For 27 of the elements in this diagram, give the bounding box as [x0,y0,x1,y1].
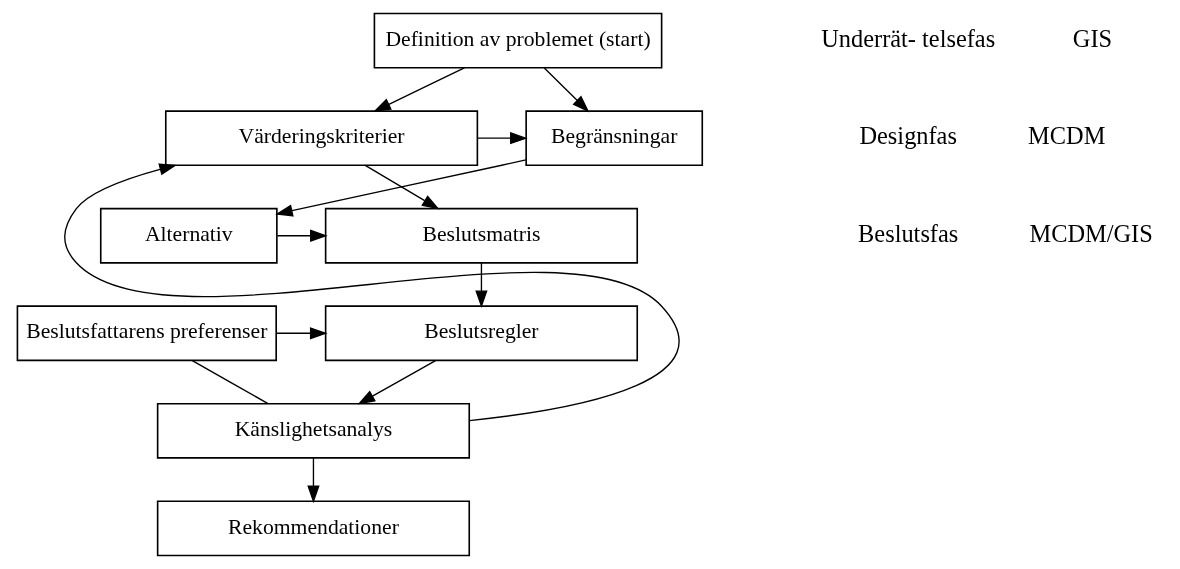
node-box: Känslighetsanalys [156,402,470,459]
node-box: Begränsningar [524,110,703,167]
arrow [474,262,488,309]
arrow [276,229,328,242]
node-box: Värderingskriterier [164,110,478,167]
label: MCDM/GIS [1028,219,1153,247]
node-box: Beslutsregler [324,305,638,362]
arrow [372,67,465,112]
arrow [63,163,680,422]
label: Beslutsfas [857,219,958,247]
arrow [476,132,528,145]
arrow [275,327,328,340]
node-box: Beslutsmatris [324,207,638,264]
node-box: Rekommendationer [156,500,470,557]
arrow [357,359,436,405]
node-box: Definition av problemet (start) [373,12,662,69]
arrow [364,164,440,210]
label: GIS [1072,24,1112,52]
node-box: Beslutsfattarens preferenser [16,305,277,362]
label: Designfas [858,122,957,150]
label: Underrät- telsefas [820,24,995,52]
arrow [274,159,526,217]
arrow [543,67,589,113]
arrow [306,457,320,504]
node-box: Alternativ [99,207,278,264]
connector [191,359,269,405]
label: MCDM [1027,122,1105,150]
